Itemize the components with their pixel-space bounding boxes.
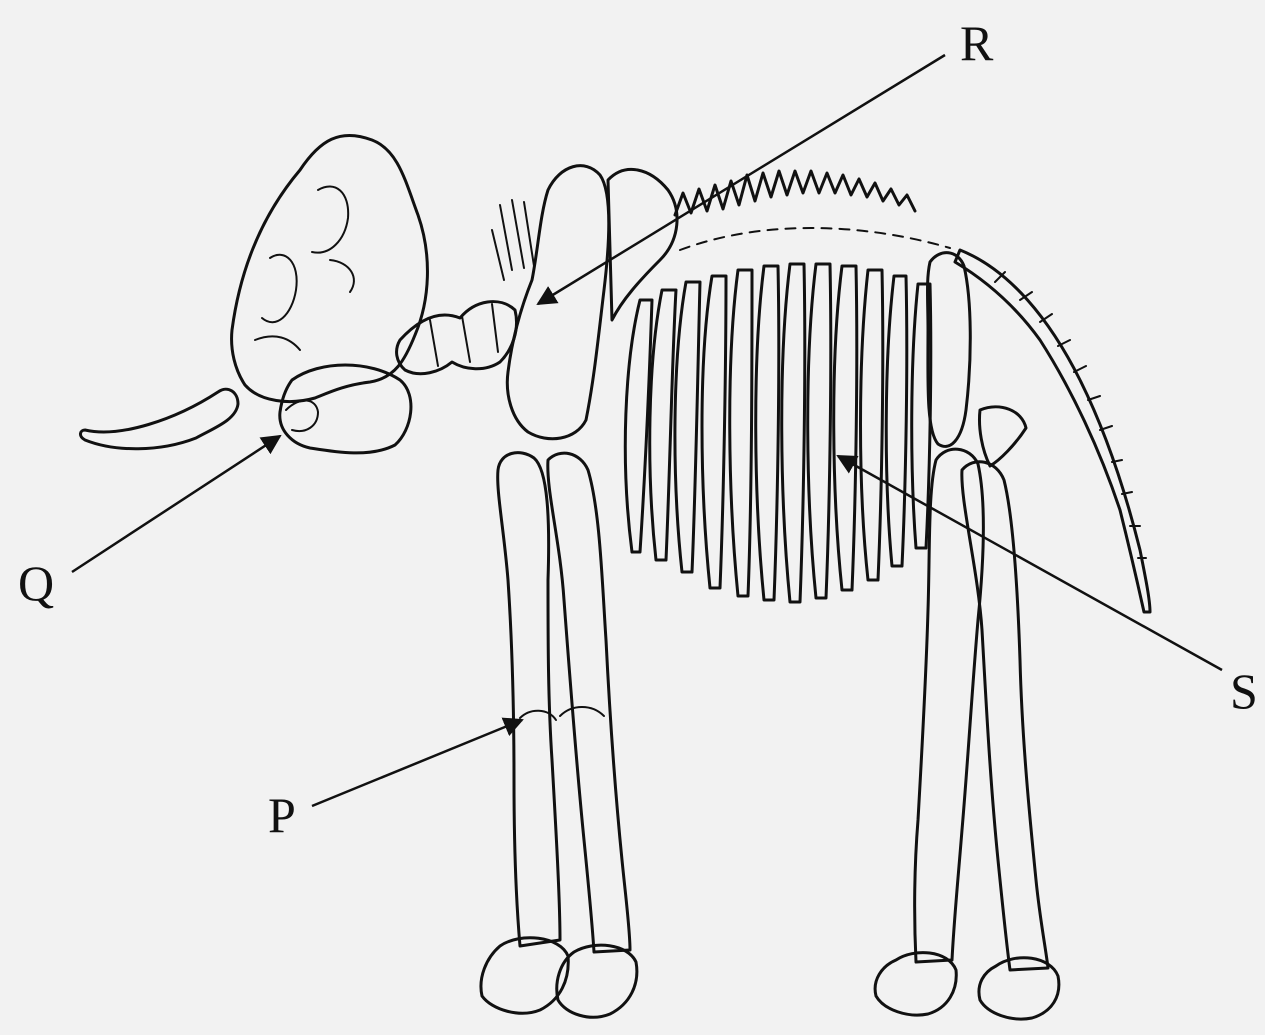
label-P: P xyxy=(268,787,296,843)
rib-cage xyxy=(625,264,930,602)
spine xyxy=(675,171,950,250)
label-Q: Q xyxy=(18,555,54,611)
leader-R xyxy=(538,55,945,304)
leader-S xyxy=(838,456,1222,670)
leader-Q xyxy=(72,436,280,572)
skull xyxy=(80,135,427,453)
label-S: S xyxy=(1230,663,1258,719)
tail xyxy=(955,250,1150,612)
label-R: R xyxy=(960,15,994,71)
leader-P xyxy=(312,720,522,806)
front-legs xyxy=(481,453,637,1018)
